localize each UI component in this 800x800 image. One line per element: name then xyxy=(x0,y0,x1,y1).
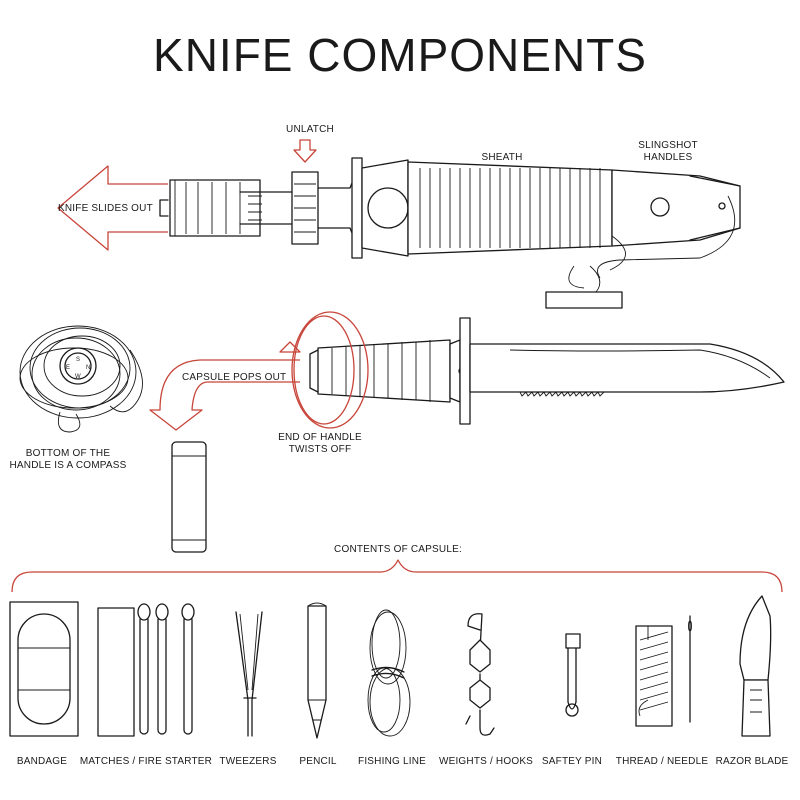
weights-hooks-icon xyxy=(465,613,495,736)
knife-slides-out-arrow xyxy=(57,165,168,251)
capsule xyxy=(171,441,207,553)
end-of-handle-line2: TWISTS OFF xyxy=(288,444,352,455)
unlatch-arrow xyxy=(293,139,317,163)
pencil-label: PENCIL xyxy=(299,756,337,767)
thread-needle-icon xyxy=(635,615,692,727)
end-of-handle-label: END OF HANDLE TWISTS OFF xyxy=(278,432,362,456)
bandage-label: BANDAGE xyxy=(16,756,68,767)
capsule-pops-out-label: CAPSULE POPS OUT xyxy=(182,372,287,383)
safety-pin-label: SAFTEY PIN xyxy=(541,756,603,767)
compass-letter-n: N xyxy=(86,365,90,371)
pencil-icon xyxy=(307,602,327,739)
razor-blade-label: RAZOR BLADE xyxy=(715,756,789,767)
weights-hooks-label: WEIGHTS / HOOKS xyxy=(438,756,534,767)
matches-icon xyxy=(97,603,195,737)
razor-blade-icon xyxy=(739,595,772,737)
compass-label-line2: HANDLE IS A COMPASS xyxy=(9,460,127,471)
unsheathed-knife xyxy=(309,317,785,425)
safety-pin-icon xyxy=(565,633,581,717)
contents-of-capsule-label: CONTENTS OF CAPSULE: xyxy=(334,544,462,555)
twist-off-arrow xyxy=(279,311,369,429)
end-of-handle-line1: END OF HANDLE xyxy=(278,432,362,443)
slingshot-label-line1: SLINGSHOT xyxy=(638,140,698,151)
compass-label-line1: BOTTOM OF THE xyxy=(25,448,111,459)
compass-label: BOTTOM OF THE HANDLE IS A COMPASS xyxy=(10,448,127,472)
slingshot-handles-label: SLINGSHOT HANDLES xyxy=(638,140,698,164)
compass-letter-w: W xyxy=(75,374,81,380)
page-title: KNIFE COMPONENTS xyxy=(153,29,647,81)
compass-letter-s: S xyxy=(76,357,80,363)
bandage-icon xyxy=(9,601,79,737)
compass-letter-e: E xyxy=(66,365,70,371)
matches-label: MATCHES / FIRE STARTER xyxy=(79,756,213,767)
slingshot-label-line2: HANDLES xyxy=(643,152,693,163)
thread-needle-label: THREAD / NEEDLE xyxy=(615,756,709,767)
fishing-line-label: FISHING LINE xyxy=(358,756,426,767)
tweezers-label: TWEEZERS xyxy=(219,756,277,767)
sheath-label: SHEATH xyxy=(481,152,523,163)
sheathed-knife xyxy=(159,157,741,309)
compass-cord xyxy=(19,325,143,433)
fishing-line-icon xyxy=(367,609,411,737)
contents-bracket xyxy=(11,559,783,593)
knife-slides-out-label: KNIFE SLIDES OUT xyxy=(58,203,153,214)
tweezers-icon xyxy=(235,611,263,737)
unlatch-label: UNLATCH xyxy=(286,124,334,135)
capsule-pops-out-arrow xyxy=(149,359,300,431)
